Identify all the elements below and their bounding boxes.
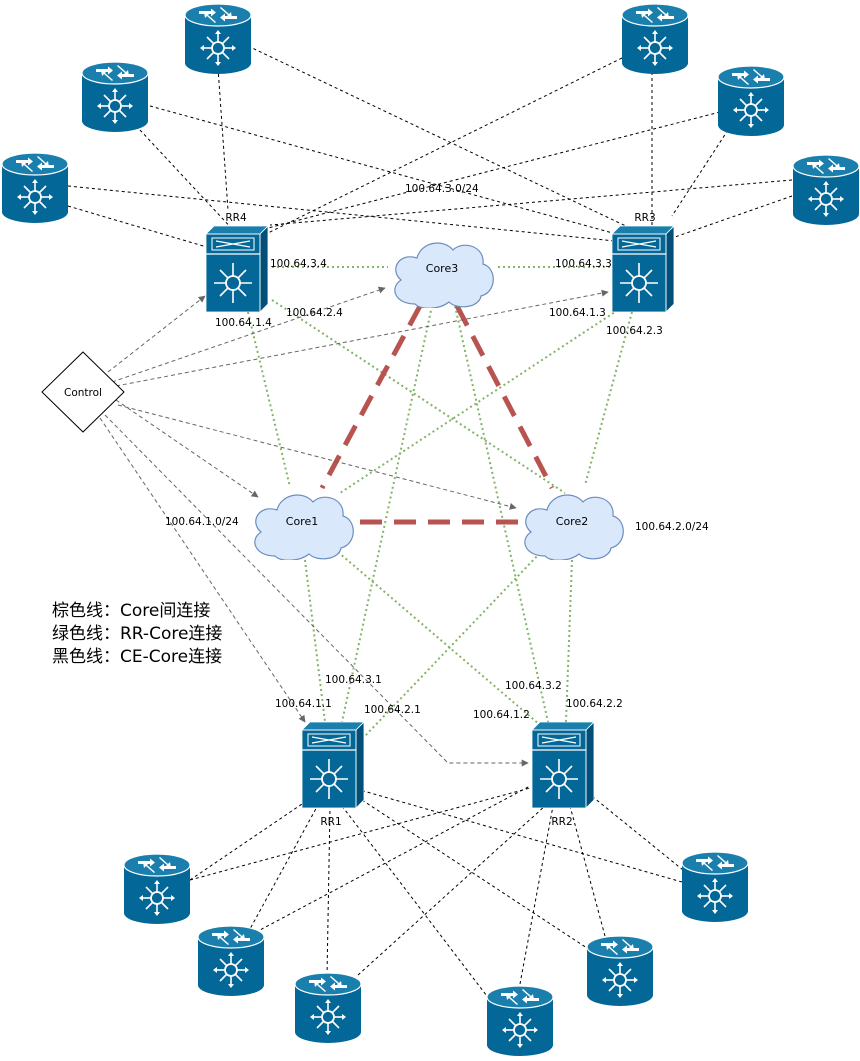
core3-cloud-icon[interactable] xyxy=(394,242,494,308)
addr-rr3-core1: 100.64.1.3 xyxy=(549,307,606,319)
addr-rr3-core2: 100.64.2.3 xyxy=(606,325,663,337)
ce-router-icon[interactable] xyxy=(718,66,784,136)
addr-rr2-core2: 100.64.2.2 xyxy=(566,698,623,710)
rr2-label: RR2 xyxy=(551,816,572,828)
ce-router-icon[interactable] xyxy=(587,936,653,1006)
addr-rr2-core1: 100.64.1.2 xyxy=(473,709,530,721)
control-links xyxy=(99,286,609,767)
addr-rr4-core1: 100.64.1.4 xyxy=(215,317,272,329)
ce-core-links xyxy=(67,45,793,1005)
ce-router-icon[interactable] xyxy=(124,854,190,924)
rr3-label: RR3 xyxy=(634,212,655,224)
core3-label: Core3 xyxy=(426,262,458,275)
addr-rr2-core3: 100.64.3.2 xyxy=(505,680,562,692)
addr-rr4-core2: 100.64.2.4 xyxy=(286,307,343,319)
ce-router-icon[interactable] xyxy=(682,852,748,922)
rr4-label: RR4 xyxy=(225,212,247,224)
ce-router-icon[interactable] xyxy=(82,62,148,132)
rr3-switch-icon[interactable] xyxy=(612,226,674,312)
rr-core-links xyxy=(247,266,633,738)
control-label: Control xyxy=(64,387,102,399)
ce-router-icon[interactable] xyxy=(185,4,251,74)
addr-rr4-core3: 100.64.3.4 xyxy=(270,258,327,270)
addr-rr1-core1: 100.64.1.1 xyxy=(275,698,332,710)
core1-label: Core1 xyxy=(286,515,318,528)
ce-router-icon[interactable] xyxy=(198,926,264,996)
rr4-switch-icon[interactable] xyxy=(206,226,268,312)
addr-rr3-core3: 100.64.3.3 xyxy=(555,258,612,270)
ce-router-icon[interactable] xyxy=(793,155,859,225)
core2-label: Core2 xyxy=(556,515,588,528)
legend-rr-core-links: 绿色线：RR-Core连接 xyxy=(52,624,223,644)
addr-rr1-core3: 100.64.3.1 xyxy=(325,674,382,686)
ce-router-icon[interactable] xyxy=(622,4,688,74)
addr-rr1-core2: 100.64.2.1 xyxy=(364,704,421,716)
rr1-switch-icon[interactable] xyxy=(302,722,364,808)
control-diamond-icon[interactable] xyxy=(41,351,125,433)
subnet-core2: 100.64.2.0/24 xyxy=(635,521,709,533)
legend-ce-core-links: 黑色线：CE-Core连接 xyxy=(52,647,223,667)
core-links xyxy=(319,304,555,525)
rr2-switch-icon[interactable] xyxy=(532,722,594,808)
ce-router-icon[interactable] xyxy=(2,153,68,223)
rr1-label: RR1 xyxy=(320,816,341,828)
subnet-core3: 100.64.3.0/24 xyxy=(405,183,479,195)
legend: 棕色线：Core间连接 绿色线：RR-Core连接 黑色线：CE-Core连接 xyxy=(52,600,222,669)
ce-router-icon[interactable] xyxy=(295,973,361,1043)
ce-router-icon[interactable] xyxy=(487,986,553,1056)
subnet-core1: 100.64.1.0/24 xyxy=(165,516,239,528)
legend-core-links: 棕色线：Core间连接 xyxy=(52,601,211,621)
